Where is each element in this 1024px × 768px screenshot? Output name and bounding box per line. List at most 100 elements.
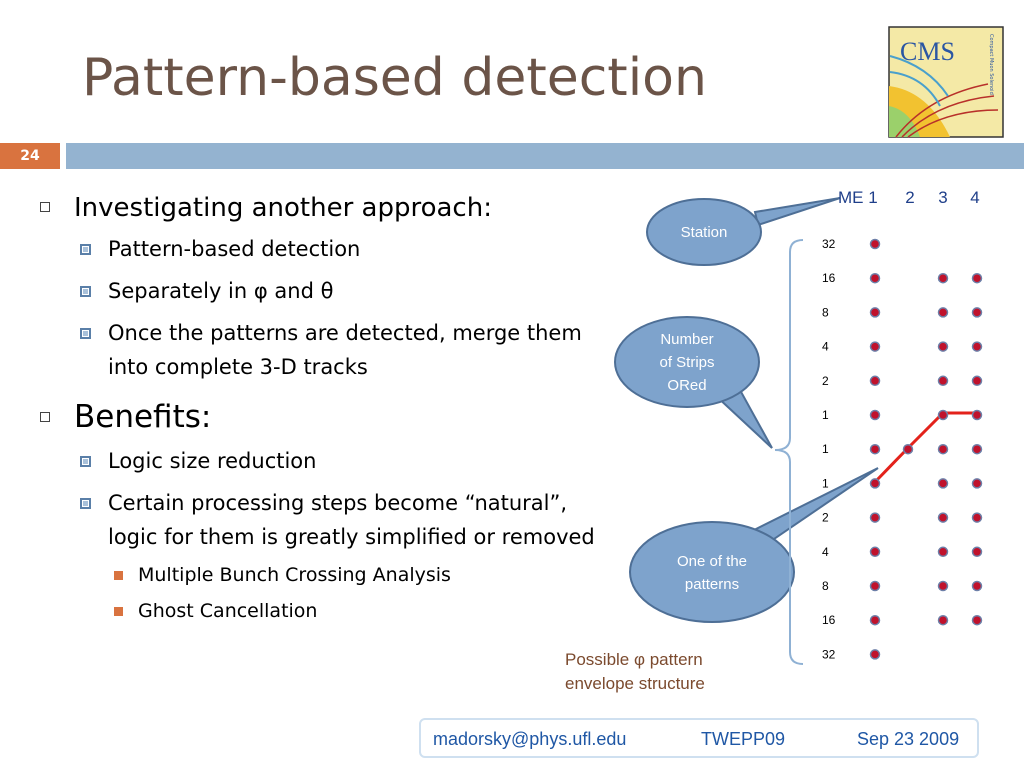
strip-dot (869, 546, 881, 558)
strip-dot (971, 341, 983, 352)
pattern-callout-text: patterns (685, 576, 739, 593)
strip-dot (869, 580, 881, 592)
bullet-text: Certain processing steps become “natural… (108, 491, 595, 549)
strip-dot (937, 409, 949, 421)
strip-count-label: 2 (822, 511, 829, 525)
square-bullet-icon (80, 244, 91, 255)
bullet-text: Once the patterns are detected, merge th… (108, 321, 582, 379)
strips-callout-text: ORed (667, 377, 706, 394)
strip-dot (869, 614, 881, 626)
envelope-note: Possible φ pattern envelope structure (565, 650, 705, 693)
strip-dot (869, 341, 881, 352)
strip-dot (971, 546, 983, 558)
station-header: ME 1 (838, 188, 878, 207)
square-bullet-icon (80, 498, 91, 509)
strip-dot (971, 478, 983, 489)
station-header: 3 (938, 188, 947, 207)
strip-dot (902, 443, 914, 455)
strip-count-label: 16 (822, 613, 836, 627)
strips-callout (614, 316, 760, 408)
strip-count-label: 1 (822, 476, 829, 490)
station-header: 2 (905, 188, 914, 207)
bullet-level2: Once the patterns are detected, merge th… (38, 316, 588, 384)
strip-dot (937, 614, 949, 626)
strip-count-label: 8 (822, 579, 829, 593)
strip-dot (937, 546, 949, 558)
strip-dot (869, 443, 881, 455)
square-bullet-icon (114, 571, 123, 580)
station-callout-text: Station (681, 224, 728, 241)
square-bullet-icon (40, 412, 50, 422)
bullet-level1: Benefits: (38, 398, 628, 436)
header-bar (66, 143, 1024, 169)
strip-dot (971, 307, 983, 318)
bullet-text: Ghost Cancellation (138, 600, 318, 622)
station-header: 4 (970, 188, 979, 207)
square-bullet-icon (114, 607, 123, 616)
strip-dot (971, 580, 983, 592)
strip-count-label: 8 (822, 305, 829, 319)
bullet-list: Investigating another approach: Pattern-… (38, 190, 628, 626)
strip-dot (869, 409, 881, 421)
slide-number: 24 (0, 143, 60, 169)
bullet-level2: Certain processing steps become “natural… (38, 486, 608, 554)
strip-dot (869, 375, 881, 387)
strip-dot (869, 238, 881, 250)
pattern-line (873, 411, 977, 484)
strip-count-label: 32 (822, 647, 836, 661)
footer-email: madorsky@phys.ufl.edu (433, 729, 627, 749)
strip-count-label: 4 (822, 545, 829, 559)
strip-dot (971, 443, 983, 455)
strip-count-label: 32 (822, 237, 836, 251)
strip-dot (937, 307, 949, 318)
strip-count-label: 2 (822, 374, 829, 388)
square-bullet-icon (40, 202, 50, 212)
bullet-text: Multiple Bunch Crossing Analysis (138, 564, 451, 586)
bullet-level3: Ghost Cancellation (38, 596, 628, 626)
strip-dot (869, 478, 881, 489)
bullet-level1: Investigating another approach: (38, 192, 628, 224)
footer-box: madorsky@phys.ufl.edu TWEPP09 Sep 23 200… (419, 718, 979, 758)
logo-subtitle: Compact Muon Solenoid (988, 34, 994, 95)
strip-dot (937, 478, 949, 489)
logo-text: CMS (900, 37, 955, 66)
bullet-text: Logic size reduction (108, 449, 317, 473)
slide-title: Pattern-based detection (82, 48, 707, 108)
brace-icon (774, 239, 804, 665)
strip-dot (937, 272, 949, 284)
bullet-level2: Separately in φ and θ (38, 274, 628, 308)
strip-count-label: 4 (822, 340, 829, 354)
strip-dot (937, 341, 949, 352)
strip-dot (971, 272, 983, 284)
bullet-level2: Logic size reduction (38, 444, 628, 478)
strip-dot (869, 307, 881, 318)
strip-count-label: 1 (822, 442, 829, 456)
footer-conference: TWEPP09 (701, 729, 786, 749)
bullet-text: Separately in φ and θ (108, 279, 334, 303)
strips-callout-text: of Strips (659, 354, 714, 371)
strip-dot (971, 409, 983, 421)
strip-dot (937, 580, 949, 592)
strip-dot (937, 512, 949, 523)
bullet-level3: Multiple Bunch Crossing Analysis (38, 560, 628, 590)
bullet-text: Investigating another approach: (74, 193, 492, 223)
strip-dot (869, 649, 881, 660)
cms-logo: CMS Compact Muon Solenoid (888, 26, 1004, 138)
strip-dot (971, 614, 983, 626)
square-bullet-icon (80, 328, 91, 339)
strip-dot (937, 375, 949, 387)
strips-callout-text: Number (660, 331, 713, 348)
square-bullet-icon (80, 456, 91, 467)
pattern-callout (629, 521, 795, 623)
bullet-text: Pattern-based detection (108, 237, 361, 261)
strip-dot (937, 443, 949, 455)
strip-dot (971, 375, 983, 387)
square-bullet-icon (80, 286, 91, 297)
strip-count-label: 1 (822, 408, 829, 422)
strip-dot (869, 272, 881, 284)
strip-dot (971, 512, 983, 523)
pattern-callout-text: One of the (677, 553, 747, 570)
footer-date: Sep 23 2009 (857, 729, 960, 749)
station-callout (646, 198, 762, 266)
strip-dot (869, 512, 881, 523)
